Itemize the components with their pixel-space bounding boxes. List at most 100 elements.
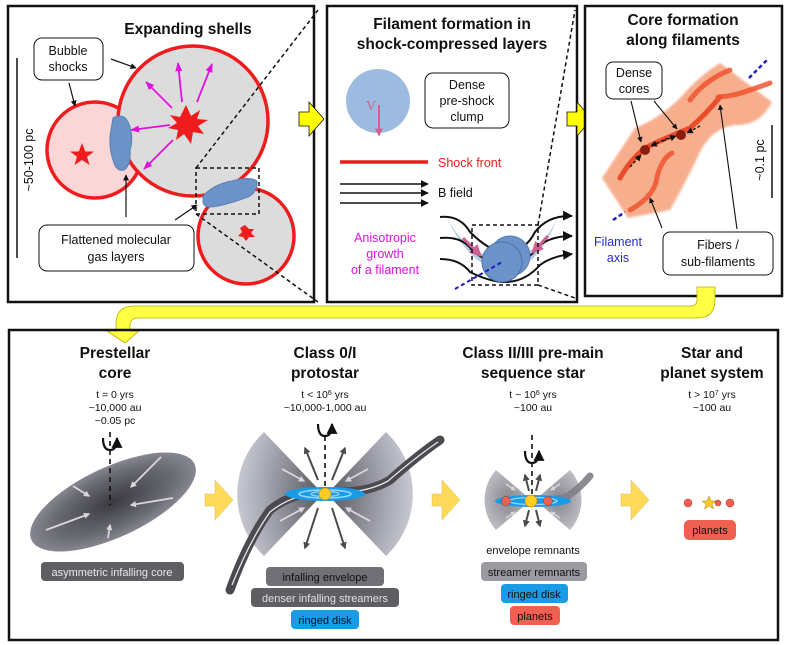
stage-size: ~10,000-1,000 au [284, 402, 367, 414]
pill [501, 584, 568, 603]
callout-clump [424, 72, 510, 129]
callout-text: Dense [449, 78, 485, 92]
stage-time: t = 0 yrs [96, 389, 134, 401]
compression-arrow [531, 234, 550, 254]
pill-label: infalling envelope [282, 572, 367, 584]
fibers [617, 67, 773, 213]
pill-label: planets [517, 611, 553, 623]
callout-fibers [662, 231, 774, 276]
callout-text: gas layers [88, 250, 145, 264]
scale-label: ~50-100 pc [22, 129, 36, 192]
callout-arrow [630, 100, 643, 143]
rotation-icon [101, 436, 123, 452]
stage-title: Prestellar [80, 345, 151, 362]
pill [510, 606, 560, 625]
velocity-label: V [366, 99, 376, 114]
pill [266, 567, 384, 586]
panel-title: Expanding shells [124, 21, 251, 38]
prestellar-core-cloud [30, 452, 196, 552]
outflow-arrows [522, 473, 543, 528]
stage-prestellar-core: Prestellar core t = 0 yrs ~10,000 au ~0.… [30, 345, 196, 581]
panel-title: along filaments [626, 32, 740, 49]
stage-size: ~100 au [514, 402, 552, 414]
rotation-icon [316, 422, 338, 438]
protostar [318, 487, 332, 501]
callout-dense-cores [605, 61, 663, 100]
planet [725, 498, 735, 508]
stage-size: ~0.05 pc [95, 415, 136, 427]
callout-arrow [110, 58, 137, 69]
small-explosion-icon [238, 225, 255, 241]
stage-time: t > 107 yrs [688, 389, 735, 401]
accretion-arrows [629, 125, 701, 168]
star [524, 494, 538, 508]
infall-arrows [505, 483, 561, 519]
outflow-arrows [303, 446, 347, 550]
callout-text: shocks [49, 60, 88, 74]
pill [41, 562, 184, 581]
panel-title: Core formation [627, 12, 738, 29]
gas-layer-right [202, 178, 258, 208]
panel-core-formation: Core formation along filaments Dense cor… [583, 4, 784, 298]
stage-size: ~100 au [693, 402, 731, 414]
anisotropic-label: growth [366, 247, 404, 261]
scale-label: ~0.1 pc [753, 139, 767, 180]
anisotropic-label: of a filament [351, 263, 420, 277]
panel-title: shock-compressed layers [357, 36, 547, 53]
zoom-line-top [195, 9, 319, 169]
pill-label: ringed disk [507, 589, 561, 601]
callout-arrow [174, 204, 198, 221]
panel-star-evolution: Prestellar core t = 0 yrs ~10,000 au ~0.… [7, 328, 780, 642]
gas-layer-left [109, 115, 133, 171]
stage-title: core [99, 365, 132, 382]
stage-title: Class II/III pre-main [462, 345, 603, 362]
pill [251, 588, 399, 607]
planet [543, 496, 553, 506]
callout-text: clump [450, 110, 483, 124]
callout-text: Dense [616, 66, 652, 80]
stage-protostar: Class 0/I protostar t < 106 yrs ~10,000-… [225, 345, 445, 629]
callout-arrow [717, 104, 738, 230]
stage-size: ~10,000 au [89, 402, 142, 414]
planet [683, 498, 693, 508]
filament-body [602, 63, 772, 218]
filament-axis-line [748, 59, 768, 79]
dense-core [640, 145, 650, 155]
flow-arrow [298, 100, 325, 138]
compression-arrow [461, 236, 482, 257]
stage-title: sequence star [481, 365, 585, 382]
stage-title: Class 0/I [294, 345, 357, 362]
stage-pre-main-sequence: Class II/III pre-main sequence star t ~ … [462, 345, 604, 625]
stage-time: t < 106 yrs [301, 389, 348, 401]
shock-front-label: Shock front [438, 156, 502, 170]
callout-text: cores [619, 82, 650, 96]
callout-bubble-shocks [33, 37, 104, 81]
star-icon [701, 495, 717, 510]
pill [684, 520, 736, 540]
callout-text: sub-filaments [681, 255, 755, 269]
callout-text: Bubble [49, 44, 88, 58]
filament-cross-section [481, 241, 523, 283]
callout-arrow [649, 197, 663, 229]
star-icon [70, 143, 94, 165]
filament-axis-line [454, 261, 503, 290]
expansion-arrows [130, 62, 213, 170]
filament-axis-label: Filament [594, 235, 642, 249]
stage-arrow [431, 479, 461, 521]
pill-label: planets [692, 525, 728, 537]
filament-axis-label: axis [607, 251, 629, 265]
stage-title: Star and [681, 345, 743, 362]
dense-core [676, 130, 686, 140]
callout-text: Fibers / [697, 238, 739, 252]
stage-title: planet system [660, 365, 763, 382]
panel-filament-formation: Filament formation in shock-compressed l… [325, 4, 579, 304]
panel-border [7, 328, 780, 642]
callout-text: pre-shock [440, 94, 496, 108]
planet [714, 499, 722, 507]
callout-flattened-layers [38, 224, 195, 272]
pill-label: asymmetric infalling core [51, 567, 172, 579]
filament-axis-line [612, 210, 626, 222]
panel-title: Filament formation in [373, 16, 531, 33]
b-field-arrows [340, 180, 429, 207]
pill-label: streamer remnants [488, 567, 581, 579]
